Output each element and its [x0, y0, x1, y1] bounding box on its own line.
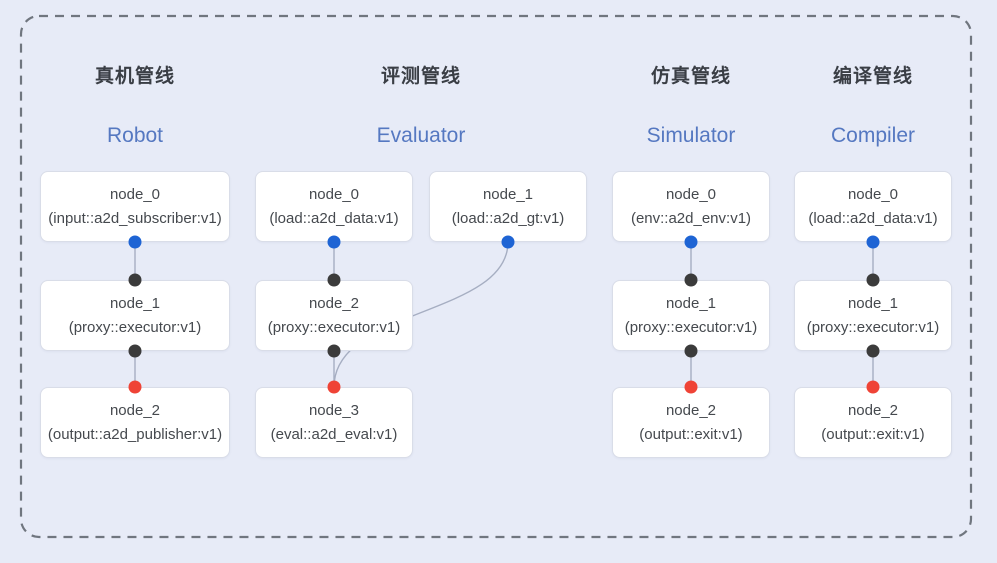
node-box-compiler-node1[interactable]: node_1 (proxy::executor:v1) [794, 280, 952, 351]
edge-curve [333, 241, 509, 388]
node-type: (proxy::executor:v1) [68, 318, 202, 336]
node-name: node_1 [665, 294, 717, 312]
node-type: (proxy::executor:v1) [267, 318, 401, 336]
node-type: (output::exit:v1) [821, 425, 925, 443]
node-name: node_2 [109, 401, 161, 419]
pipeline-title-simulator: 仿真管线 [650, 66, 731, 87]
output-port[interactable] [866, 235, 880, 249]
output-port[interactable] [684, 344, 698, 358]
node-box-simulator-node2[interactable]: node_2 (output::exit:v1) [612, 387, 770, 458]
node-name: node_2 [665, 401, 717, 419]
input-port[interactable] [128, 380, 142, 394]
input-port[interactable] [327, 380, 341, 394]
output-port[interactable] [327, 235, 341, 249]
node-type: (input::a2d_subscriber:v1) [48, 209, 222, 227]
node-name: node_0 [109, 185, 161, 203]
node-name: node_3 [308, 401, 360, 419]
node-box-simulator-node1[interactable]: node_1 (proxy::executor:v1) [612, 280, 770, 351]
dashed-border [19, 14, 973, 539]
output-port[interactable] [684, 235, 698, 249]
output-port[interactable] [327, 344, 341, 358]
node-box-simulator-node0[interactable]: node_0 (env::a2d_env:v1) [612, 171, 770, 242]
node-box-compiler-node0[interactable]: node_0 (load::a2d_data:v1) [794, 171, 952, 242]
node-type: (proxy::executor:v1) [624, 318, 758, 336]
input-port[interactable] [866, 273, 880, 287]
node-box-evaluator-node1[interactable]: node_1 (load::a2d_gt:v1) [429, 171, 587, 242]
input-port[interactable] [866, 380, 880, 394]
node-name: node_1 [847, 294, 899, 312]
pipeline-subtitle-compiler: Compiler [830, 124, 916, 147]
node-box-evaluator-node2[interactable]: node_2 (proxy::executor:v1) [255, 280, 413, 351]
pipeline-title-evaluator: 评测管线 [380, 66, 461, 87]
input-port[interactable] [684, 380, 698, 394]
node-box-evaluator-node3[interactable]: node_3 (eval::a2d_eval:v1) [255, 387, 413, 458]
node-box-robot-node2[interactable]: node_2 (output::a2d_publisher:v1) [40, 387, 230, 458]
node-name: node_0 [308, 185, 360, 203]
node-name: node_0 [665, 185, 717, 203]
node-type: (proxy::executor:v1) [806, 318, 940, 336]
input-port[interactable] [327, 273, 341, 287]
output-port[interactable] [128, 344, 142, 358]
node-type: (env::a2d_env:v1) [630, 209, 752, 227]
output-port[interactable] [501, 235, 515, 249]
node-box-robot-node0[interactable]: node_0 (input::a2d_subscriber:v1) [40, 171, 230, 242]
pipeline-subtitle-simulator: Simulator [646, 124, 736, 147]
node-type: (output::exit:v1) [639, 425, 743, 443]
node-name: node_1 [109, 294, 161, 312]
pipeline-title-robot: 真机管线 [94, 66, 175, 87]
node-box-robot-node1[interactable]: node_1 (proxy::executor:v1) [40, 280, 230, 351]
node-type: (eval::a2d_eval:v1) [270, 425, 398, 443]
pipeline-subtitle-robot: Robot [106, 124, 164, 147]
node-type: (output::a2d_publisher:v1) [47, 425, 223, 443]
node-type: (load::a2d_gt:v1) [451, 209, 565, 227]
node-type: (load::a2d_data:v1) [269, 209, 399, 227]
node-name: node_1 [482, 185, 534, 203]
node-type: (load::a2d_data:v1) [808, 209, 938, 227]
node-name: node_0 [847, 185, 899, 203]
output-port[interactable] [128, 235, 142, 249]
input-port[interactable] [684, 273, 698, 287]
node-box-compiler-node2[interactable]: node_2 (output::exit:v1) [794, 387, 952, 458]
node-box-evaluator-node0[interactable]: node_0 (load::a2d_data:v1) [255, 171, 413, 242]
node-name: node_2 [308, 294, 360, 312]
pipeline-title-compiler: 编译管线 [832, 66, 913, 87]
output-port[interactable] [866, 344, 880, 358]
pipeline-subtitle-evaluator: Evaluator [376, 124, 466, 147]
input-port[interactable] [128, 273, 142, 287]
node-name: node_2 [847, 401, 899, 419]
